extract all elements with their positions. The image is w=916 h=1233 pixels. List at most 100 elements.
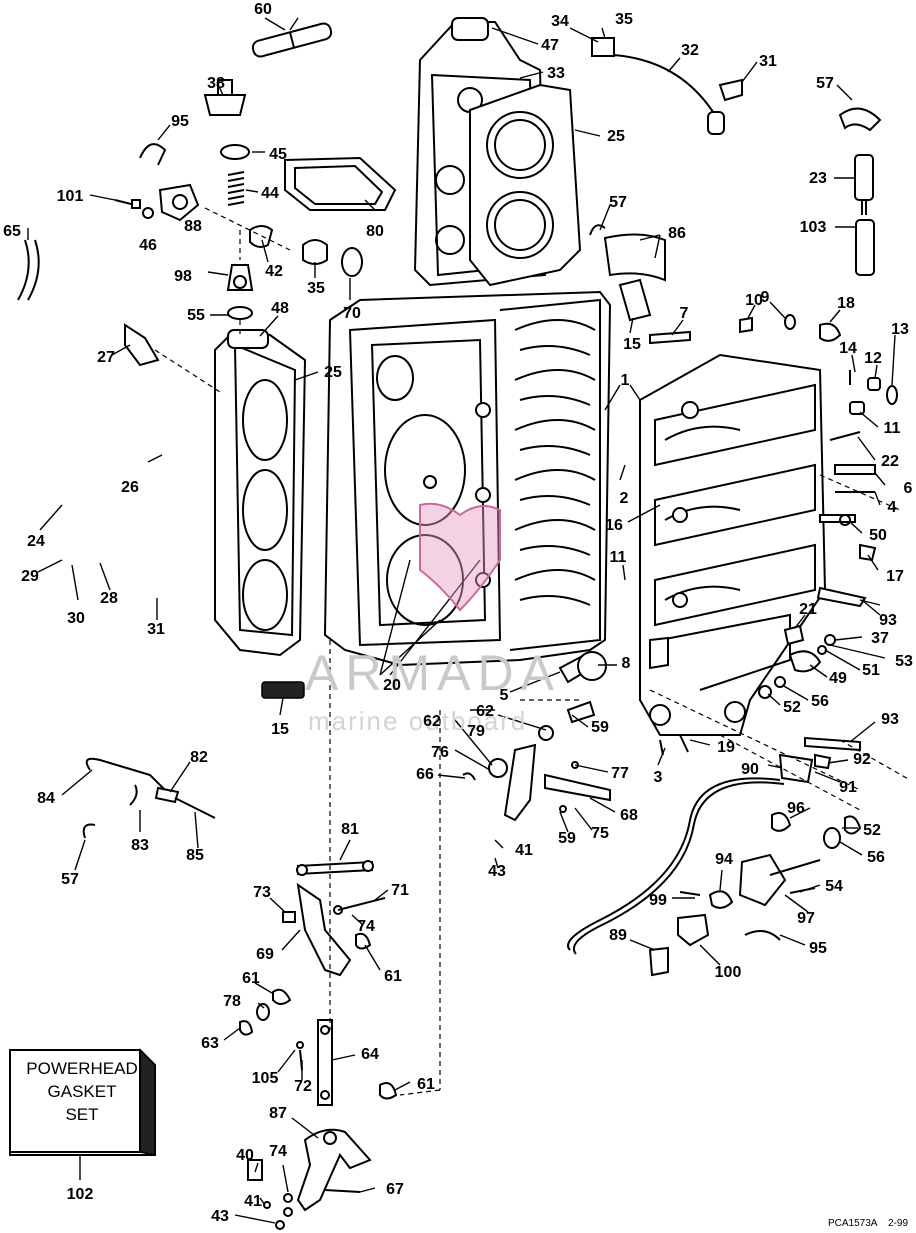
callout: 102 <box>67 1186 94 1203</box>
callout: 70 <box>343 305 361 322</box>
callout: 40 <box>236 1147 254 1164</box>
linkage-parts <box>82 757 398 1230</box>
callout: 73 <box>253 884 271 901</box>
callout: 41 <box>515 842 533 859</box>
callout: 82 <box>190 749 208 766</box>
callout: 29 <box>21 568 39 585</box>
callout: 83 <box>131 837 149 854</box>
callout: 48 <box>271 300 289 317</box>
small-parts-lower-middle <box>261 586 867 977</box>
callout: 69 <box>256 946 274 963</box>
callout: 101 <box>57 188 84 205</box>
callout: 89 <box>609 927 627 944</box>
figure-id: PCA1573A <box>828 1218 878 1229</box>
kit-box-line1: POWERHEAD <box>26 1059 137 1078</box>
callout: 98 <box>174 268 192 285</box>
watermark-sub: marine outboard <box>308 706 527 736</box>
callout: 65 <box>3 223 21 240</box>
callout: 52 <box>863 822 881 839</box>
callout: 84 <box>37 790 55 807</box>
cylinder-head-gasket-25-top <box>469 83 582 287</box>
callout: 35 <box>307 280 325 297</box>
callout: 25 <box>607 128 625 145</box>
callout: 80 <box>366 223 384 240</box>
callout: 56 <box>811 693 829 710</box>
callout: 20 <box>383 677 401 694</box>
callout: 2 <box>620 490 629 507</box>
callout: 11 <box>610 549 627 566</box>
callout: 21 <box>799 601 817 618</box>
callout: 17 <box>886 568 904 585</box>
callout: 63 <box>201 1035 219 1052</box>
callout-numbers: 60 34 35 47 33 32 31 57 38 95 45 44 101 … <box>3 1 913 1225</box>
callout: 1 <box>621 372 630 389</box>
callout: 76 <box>431 744 449 761</box>
callout: 99 <box>649 892 667 909</box>
callout: 68 <box>620 807 638 824</box>
callout: 43 <box>488 863 506 880</box>
callout: 77 <box>611 765 629 782</box>
callout: 45 <box>269 146 287 163</box>
callout: 75 <box>591 825 609 842</box>
callout: 24 <box>27 533 45 550</box>
callout: 91 <box>839 779 857 796</box>
callout: 54 <box>825 878 843 895</box>
callout: 23 <box>809 170 827 187</box>
callout: 6 <box>904 480 913 497</box>
kit-box-line2: GASKET <box>48 1082 117 1101</box>
callout: 87 <box>269 1105 287 1122</box>
callout: 61 <box>384 968 402 985</box>
callout: 64 <box>361 1046 379 1063</box>
callout: 30 <box>67 610 85 627</box>
callout: 49 <box>829 670 847 687</box>
callout: 3 <box>654 769 663 786</box>
callout: 22 <box>881 453 899 470</box>
callout: 59 <box>558 830 576 847</box>
callout: 13 <box>891 321 909 338</box>
callout: 18 <box>837 295 855 312</box>
callout: 96 <box>787 800 805 817</box>
callout: 103 <box>800 219 827 236</box>
callout: 88 <box>184 218 202 235</box>
callout: 16 <box>605 517 623 534</box>
callout: 62 <box>423 713 441 730</box>
callout: 9 <box>761 289 770 306</box>
callout: 95 <box>809 940 827 957</box>
callout: 79 <box>467 723 485 740</box>
callout: 41 <box>244 1193 262 1210</box>
gasket-kit-box: POWERHEAD GASKET SET <box>9 1048 156 1156</box>
callout: 86 <box>668 225 686 242</box>
callout: 93 <box>881 711 899 728</box>
callout: 37 <box>871 630 889 647</box>
callout: 47 <box>541 37 559 54</box>
callout: 61 <box>417 1076 435 1093</box>
callout: 15 <box>623 336 641 353</box>
callout: 57 <box>609 194 627 211</box>
callout: 27 <box>97 349 115 366</box>
callout: 52 <box>783 699 801 716</box>
callout: 43 <box>211 1208 229 1225</box>
callout: 26 <box>121 479 139 496</box>
callout: 51 <box>862 662 880 679</box>
callout: 31 <box>759 53 777 70</box>
callout: 57 <box>816 75 834 92</box>
figure-date: 2-99 <box>888 1218 908 1229</box>
callout: 55 <box>187 307 205 324</box>
callout: 4 <box>888 499 897 516</box>
crankcase-half <box>639 353 827 736</box>
callout: 31 <box>147 621 165 638</box>
callout: 12 <box>864 350 882 367</box>
callout: 62 <box>476 703 494 720</box>
callout: 100 <box>715 964 742 981</box>
callout: 105 <box>252 1070 279 1087</box>
watermark-brand: ARMADA <box>305 645 561 701</box>
callout: 25 <box>324 364 342 381</box>
leader-lines <box>27 17 896 1224</box>
callout: 61 <box>242 970 260 987</box>
callout: 28 <box>100 590 118 607</box>
cylinder-block <box>323 290 612 667</box>
callout: 60 <box>254 1 272 18</box>
callout: 34 <box>551 13 569 30</box>
callout: 93 <box>879 612 897 629</box>
callout: 11 <box>884 420 901 437</box>
